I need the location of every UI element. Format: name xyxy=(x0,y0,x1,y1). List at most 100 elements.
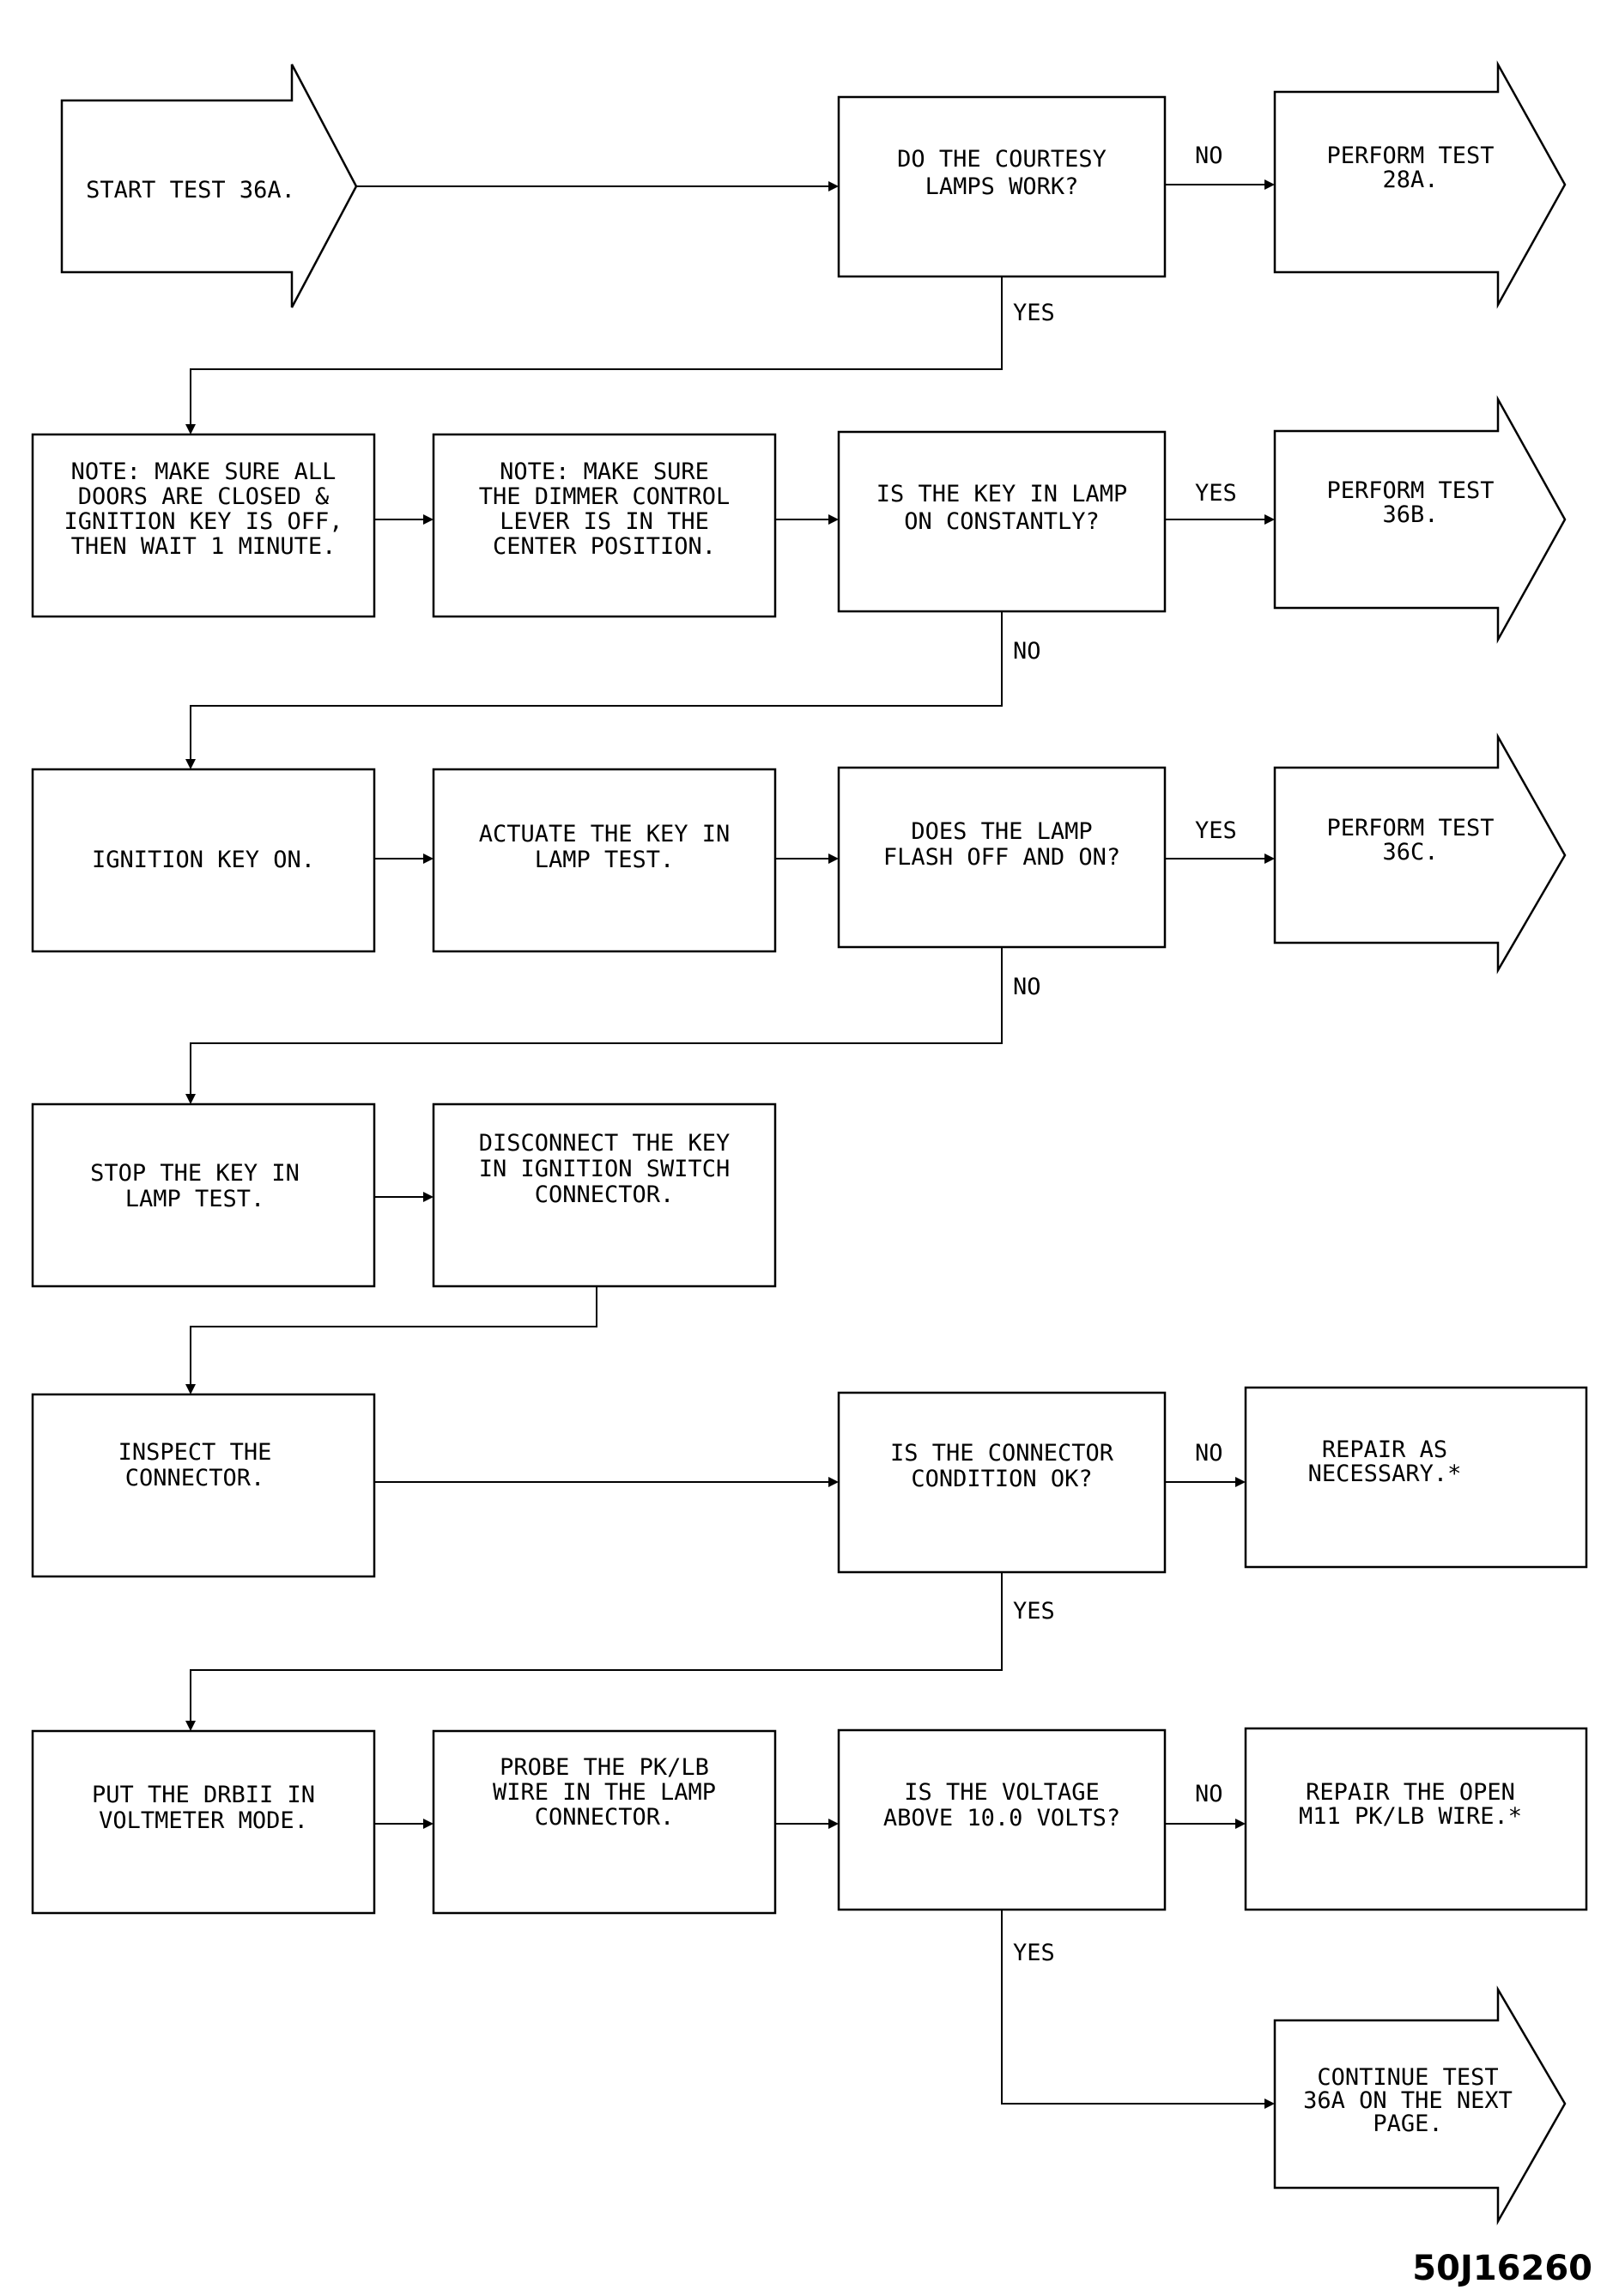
label-connector-yes: YES xyxy=(1013,1598,1055,1625)
text-line: REPAIR AS xyxy=(1322,1437,1447,1463)
text-line: LAMPS WORK? xyxy=(925,173,1079,200)
text-line: DOES THE LAMP xyxy=(911,818,1092,845)
text-line: NOTE: MAKE SURE xyxy=(500,459,709,485)
label-connector-no: NO xyxy=(1195,1440,1223,1467)
arrowhead xyxy=(1264,179,1275,190)
arrowhead xyxy=(828,1477,839,1487)
text-line: PUT THE DRBII IN xyxy=(92,1782,315,1808)
arrowhead xyxy=(185,759,196,769)
text-line: ON CONSTANTLY? xyxy=(904,508,1100,535)
ignition-key-on-text: IGNITION KEY ON. xyxy=(92,847,315,873)
text-line: WIRE IN THE LAMP xyxy=(493,1779,716,1806)
label-keylamp-yes: YES xyxy=(1195,480,1237,507)
text-line: NOTE: MAKE SURE ALL xyxy=(71,459,337,485)
text-line: IS THE CONNECTOR xyxy=(890,1440,1114,1467)
text-line: CONNECTOR. xyxy=(535,1181,675,1208)
text-line: LEVER IS IN THE xyxy=(500,508,709,535)
text-line: START TEST 36A. xyxy=(86,177,295,203)
text-line: IN IGNITION SWITCH xyxy=(479,1156,731,1182)
label-flash-yes: YES xyxy=(1195,817,1237,844)
text-line: CONDITION OK? xyxy=(911,1466,1092,1492)
text-line: IS THE KEY IN LAMP xyxy=(876,481,1128,507)
text-line: PAGE. xyxy=(1373,2111,1442,2137)
start-arrow-shape: START TEST 36A. xyxy=(60,64,358,308)
connector-flash-no xyxy=(190,947,1003,1097)
arrowhead xyxy=(1264,2099,1275,2109)
text-line: ABOVE 10.0 VOLTS? xyxy=(883,1805,1120,1831)
text-line: PERFORM TEST xyxy=(1326,143,1494,169)
text-line: M11 PK/LB WIRE.* xyxy=(1299,1803,1522,1830)
label-flash-no: NO xyxy=(1013,974,1041,1000)
figure-id: 50J16260 xyxy=(1412,2249,1592,2288)
text-line: CONTINUE TEST xyxy=(1317,2064,1498,2091)
text-line: ACTUATE THE KEY IN xyxy=(479,821,731,847)
connector-disconnect-inspect xyxy=(190,1286,597,1388)
text-line: DO THE COURTESY xyxy=(897,146,1107,173)
text-line: IS THE VOLTAGE xyxy=(904,1779,1100,1806)
text-line: LAMP TEST. xyxy=(125,1186,265,1212)
start-text: START TEST 36A. xyxy=(86,177,295,203)
text-line: THE DIMMER CONTROL xyxy=(479,483,731,510)
text-line: REPAIR THE OPEN xyxy=(1306,1779,1515,1806)
arrowhead xyxy=(185,1721,196,1731)
text-line: 36C. xyxy=(1382,839,1438,866)
arrowhead xyxy=(185,1094,196,1104)
arrowhead xyxy=(423,853,434,864)
text-line: 36A ON THE NEXT xyxy=(1303,2087,1513,2114)
arrowhead xyxy=(185,1384,196,1394)
text-line: DISCONNECT THE KEY xyxy=(479,1130,731,1157)
arrowhead xyxy=(1264,514,1275,525)
connector-voltage-yes xyxy=(1001,1910,1268,2105)
text-line: PERFORM TEST xyxy=(1326,477,1494,504)
arrowhead xyxy=(828,1819,839,1829)
text-line: PROBE THE PK/LB xyxy=(500,1754,709,1781)
arrowhead xyxy=(828,514,839,525)
label-courtesy-no: NO xyxy=(1195,143,1223,169)
arrowhead xyxy=(1235,1819,1246,1829)
text-line: NECESSARY.* xyxy=(1308,1461,1462,1487)
text-line: LAMP TEST. xyxy=(535,847,675,873)
text-line: IGNITION KEY IS OFF, xyxy=(64,508,343,535)
text-line: 28A. xyxy=(1382,167,1438,193)
text-line: THEN WAIT 1 MINUTE. xyxy=(71,533,337,560)
arrowhead xyxy=(423,1192,434,1202)
label-voltage-yes: YES xyxy=(1013,1940,1055,1966)
arrowhead xyxy=(828,853,839,864)
text-line: FLASH OFF AND ON? xyxy=(883,844,1120,871)
ignition-key-on-box: IGNITION KEY ON. xyxy=(31,768,376,953)
text-line: CENTER POSITION. xyxy=(493,533,716,560)
arrowhead xyxy=(423,514,434,525)
text-line: 36B. xyxy=(1382,501,1438,528)
arrowhead xyxy=(828,181,839,191)
